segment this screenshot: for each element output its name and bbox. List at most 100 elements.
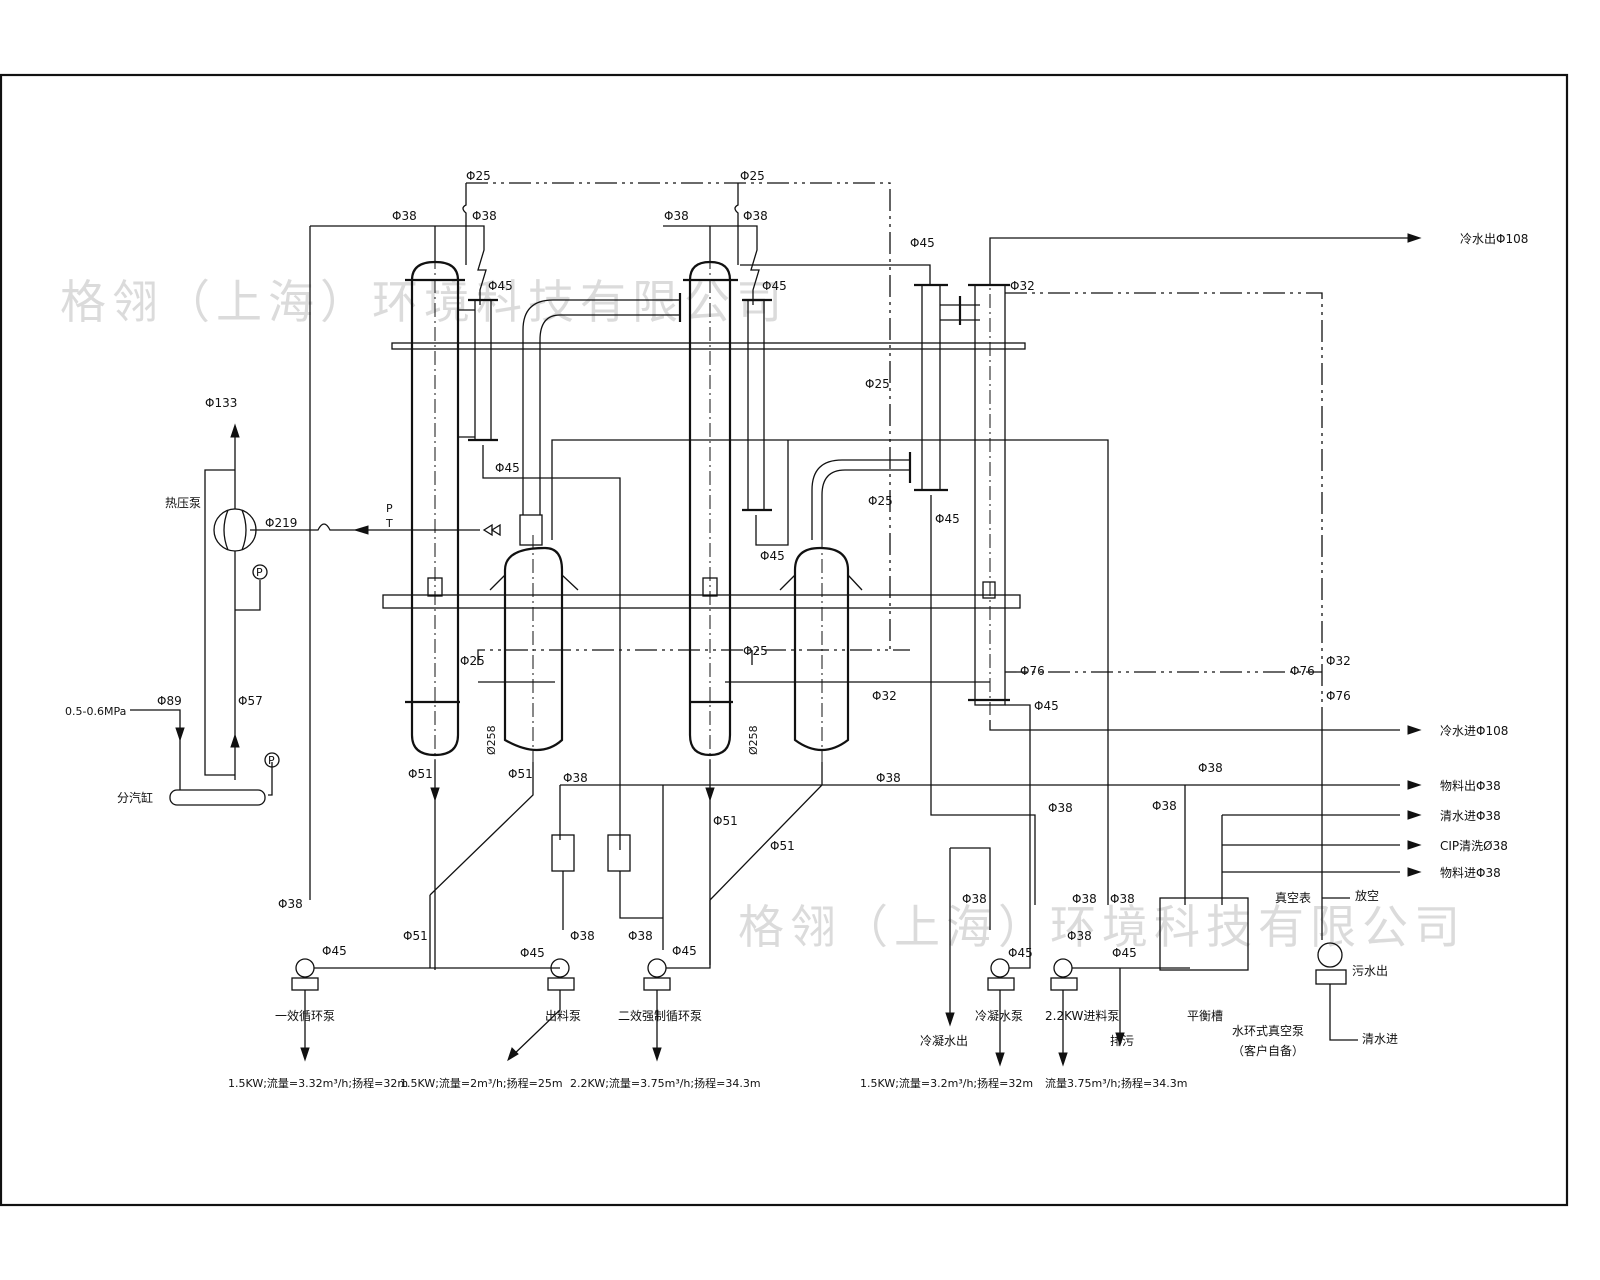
label-pressure-in: 0.5-0.6MPa <box>65 705 126 718</box>
label-dash-mid-down: Φ25 <box>865 377 890 391</box>
label-cond2-bottom: Φ45 <box>760 549 785 563</box>
label-cw-32: Φ32 <box>1326 654 1351 668</box>
thermo-compressor <box>213 508 257 552</box>
label-pump3-out: Φ45 <box>672 944 697 958</box>
preheater-2 <box>742 298 789 546</box>
label-cw-76b: Φ76 <box>1326 689 1351 703</box>
label-ev2-bottom: Φ51 <box>713 814 738 828</box>
label-steam-1: Φ38 <box>392 209 417 223</box>
watermark-top: 格翎（上海）环境科技有限公司 <box>60 275 788 329</box>
label-cond-pump-e: Φ38 <box>1067 929 1092 943</box>
label-compressor-in: Φ219 <box>265 516 297 530</box>
label-feed-header-r: Φ38 <box>876 771 901 785</box>
label-d258a: Ø258 <box>485 725 498 755</box>
pump-2 <box>547 958 575 991</box>
label-sep3-top: Φ45 <box>910 236 935 250</box>
gauge-p2-label: P <box>268 754 275 767</box>
evaporator-2 <box>683 255 738 770</box>
label-vacuum-pump-note: （客户自备） <box>1232 1043 1304 1058</box>
stream-vent: 放空 <box>1355 888 1379 903</box>
stream-clean-water-in: 清水进Φ38 <box>1440 809 1501 823</box>
flowmeter-1 <box>551 834 575 872</box>
spec-pump1: 1.5KW;流量=3.32m³/h;扬程=32m <box>228 1076 408 1090</box>
label-product-branch: Φ38 <box>1152 799 1177 813</box>
arrow-product-out <box>1407 780 1422 790</box>
condenser-3 <box>914 283 980 492</box>
spec-condensate-pump: 1.5KW;流量=3.2m³/h;扬程=32m <box>860 1076 1033 1090</box>
label-vacuum-gauge: 真空表 <box>1275 891 1311 905</box>
label-cond3-outlet: Φ32 <box>1010 279 1035 293</box>
label-riser-51: Φ51 <box>403 929 428 943</box>
label-drain: 排污 <box>1110 1034 1134 1048</box>
label-condensate-pump: 冷凝水泵 <box>975 1008 1023 1023</box>
balance-tank <box>1159 897 1249 971</box>
drawing-border <box>0 73 1569 1207</box>
vapor-duct-2 <box>811 459 910 540</box>
arrow-cooling-out <box>1407 233 1422 243</box>
label-sep1-bottom: Φ51 <box>508 767 533 781</box>
pump-3 <box>643 958 671 991</box>
label-cond-pump-a: Φ38 <box>1048 801 1073 815</box>
steam-header-vessel <box>169 789 266 806</box>
temperature-instrument: T <box>385 517 393 530</box>
steam-line-1 <box>310 225 487 305</box>
label-steam-1b: Φ38 <box>472 209 497 223</box>
separator-1 <box>489 535 579 770</box>
label-sep2-bottom: Φ51 <box>770 839 795 853</box>
stream-cooling-water-out: 冷水出Φ108 <box>1460 232 1528 246</box>
label-ev1-bottom: Φ51 <box>408 767 433 781</box>
label-cond-pump-c: Φ38 <box>1072 892 1097 906</box>
label-dash-mid-up: Φ25 <box>868 494 893 508</box>
label-steam-up: Φ57 <box>238 694 263 708</box>
label-pump2: 出料泵 <box>545 1009 581 1023</box>
label-condensate-out: 冷凝水出 <box>920 1033 968 1048</box>
upper-platform <box>391 342 1026 350</box>
watermark-bottom: 格翎（上海）环境科技有限公司 <box>738 900 1466 954</box>
label-d258b: Ø258 <box>747 725 760 755</box>
spec-pump3: 2.2KW;流量=3.75m³/h;扬程=34.3m <box>570 1076 761 1090</box>
label-cond1-bottom: Φ45 <box>495 461 520 475</box>
pressure-gauge-1 <box>252 564 268 580</box>
label-top-dash-2: Φ25 <box>740 169 765 183</box>
flowmeter-2 <box>607 834 631 872</box>
label-steam-2b: Φ38 <box>743 209 768 223</box>
evaporator-1 <box>405 255 465 770</box>
pressure-gauge-2 <box>264 752 280 768</box>
label-balance-tank: 平衡槽 <box>1187 1009 1223 1023</box>
label-pump3: 二效强制循环泵 <box>618 1008 702 1023</box>
feed-pump <box>1050 958 1078 991</box>
label-cond-pump-d: Φ38 <box>1110 892 1135 906</box>
spec-feed-pump: 流量3.75m³/h;扬程=34.3m <box>1045 1076 1187 1090</box>
pump-1 <box>291 958 319 991</box>
label-cond1-top: Φ45 <box>488 279 513 293</box>
label-pump3-in: Φ38 <box>628 929 653 943</box>
label-sep3-45b: Φ45 <box>1034 699 1059 713</box>
stream-waste-water-out: 污水出 <box>1352 964 1388 978</box>
label-cw-76: Φ76 <box>1290 664 1315 678</box>
stream-feed-in: 物料进Φ38 <box>1440 866 1501 880</box>
label-top-dash-1: Φ25 <box>466 169 491 183</box>
stream-cooling-water-in: 冷水进Φ108 <box>1440 724 1508 738</box>
label-link-32: Φ32 <box>872 689 897 703</box>
preheater-1 <box>458 298 621 850</box>
label-cond2-top: Φ45 <box>762 279 787 293</box>
pressure-instrument: P <box>386 502 393 515</box>
label-steam-header: 分汽缸 <box>117 790 153 805</box>
gauge-p-label: P <box>256 566 263 579</box>
label-product-valve: Φ38 <box>1198 761 1223 775</box>
stream-cip-in: CIP清洗Ø38 <box>1440 839 1508 853</box>
label-sep3-76: Φ76 <box>1020 664 1045 678</box>
label-feed-pump: 2.2KW进料泵 <box>1045 1009 1119 1023</box>
label-steam-in: Φ89 <box>157 694 182 708</box>
label-steam-2: Φ38 <box>664 209 689 223</box>
condensate-pump <box>987 958 1015 991</box>
steam-line-2 <box>663 225 760 305</box>
label-pump1-out: Φ45 <box>322 944 347 958</box>
stream-product-out: 物料出Φ38 <box>1440 779 1501 793</box>
label-pump2-out: Φ45 <box>520 946 545 960</box>
label-feed-header: Φ38 <box>563 771 588 785</box>
label-pump1-in: Φ38 <box>278 897 303 911</box>
label-steam-main: Φ133 <box>205 396 237 410</box>
arrow-cooling-in <box>1407 725 1422 735</box>
